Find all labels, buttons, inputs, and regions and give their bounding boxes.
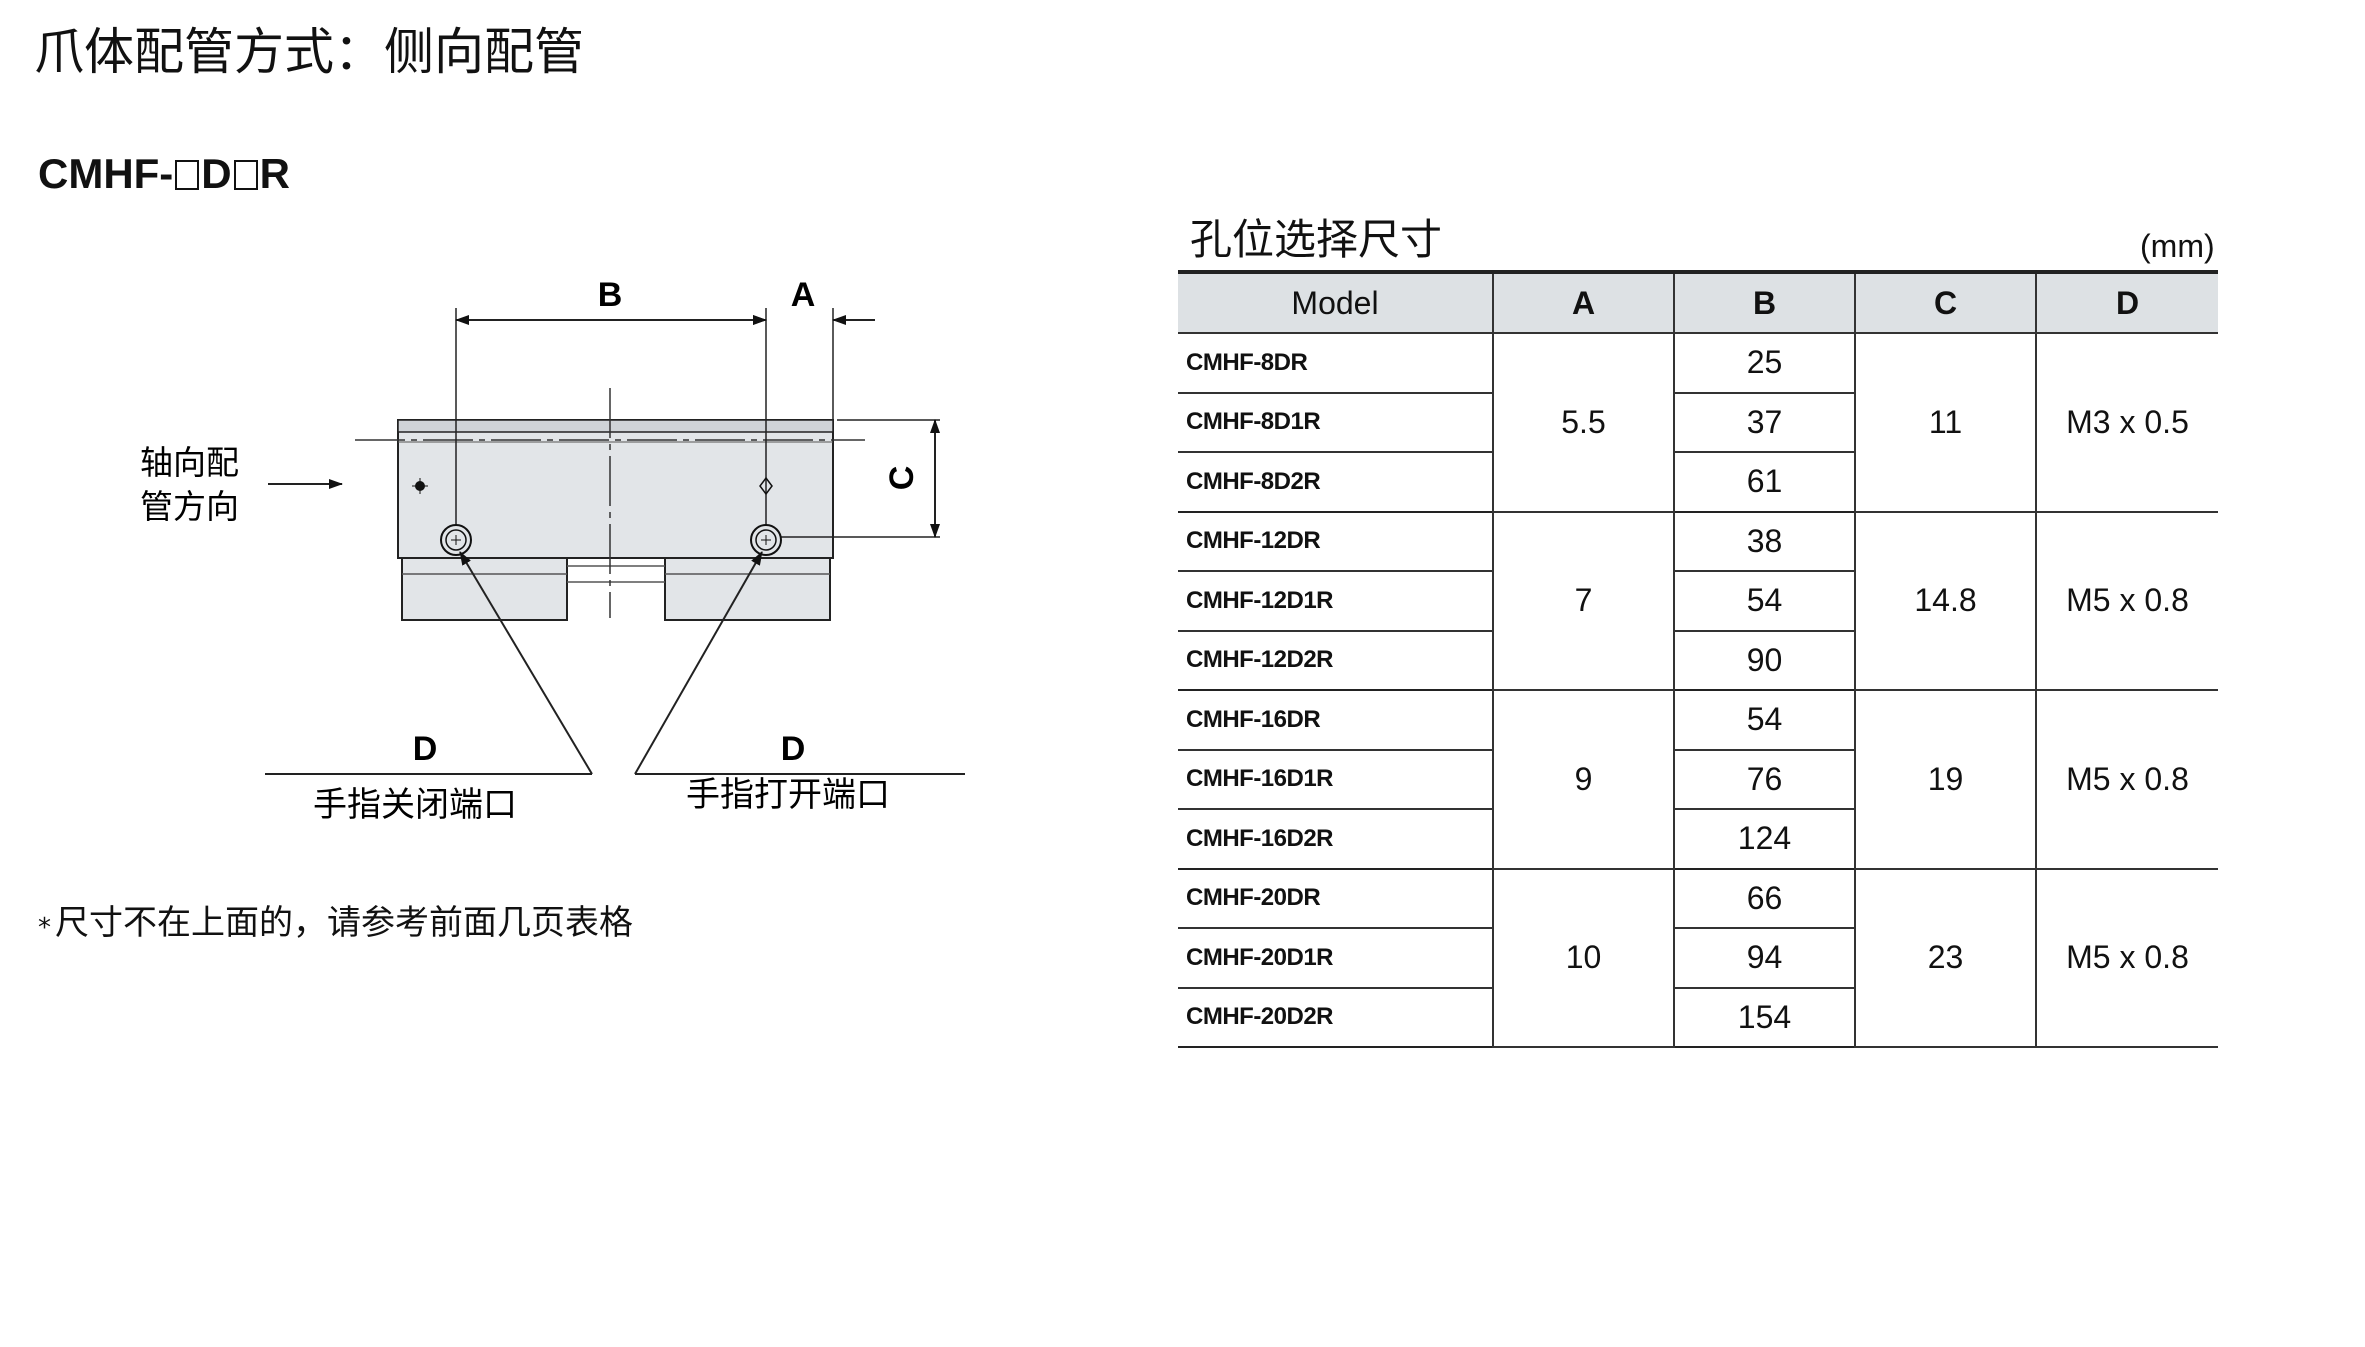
model-cell: CMHF-12DR xyxy=(1178,511,1493,572)
axial-label-line1: 轴向配 xyxy=(140,443,239,482)
d-cell: M5 x 0.8 xyxy=(2035,868,2218,1048)
model-cell: CMHF-16D1R xyxy=(1178,749,1493,810)
table-row: CMHF-12D1R 54 xyxy=(1178,571,2218,632)
footnote: *尺寸不在上面的，请参考前面几页表格 xyxy=(38,895,633,944)
table-row: CMHF-8DR 5.5 25 11 M3 x 0.5 xyxy=(1178,333,2218,513)
model-code-middle: D xyxy=(201,150,232,197)
asterisk-mark: * xyxy=(38,913,51,943)
dim-a-label: A xyxy=(791,276,816,314)
model-code-suffix: R xyxy=(259,150,290,197)
model-cell: CMHF-12D1R xyxy=(1178,571,1493,632)
c-cell: 23 xyxy=(1854,868,2036,1048)
page-title: 爪体配管方式：侧向配管 xyxy=(34,23,584,81)
table-title: 孔位选择尺寸 xyxy=(1190,215,1443,264)
model-cell: CMHF-12D2R xyxy=(1178,630,1493,691)
table-row: CMHF-20D2R 154 xyxy=(1178,987,2218,1048)
a-cell: 10 xyxy=(1492,868,1674,1048)
axial-label-line2: 管方向 xyxy=(140,487,239,526)
model-cell: CMHF-8D2R xyxy=(1178,452,1493,513)
b-cell: 66 xyxy=(1673,868,1855,929)
table-header-row: Model A B C D xyxy=(1178,270,2218,334)
table-row: CMHF-8D2R 61 xyxy=(1178,452,2218,513)
table-row: CMHF-20D1R 94 xyxy=(1178,928,2218,989)
c-cell: 19 xyxy=(1854,690,2036,870)
table-row: CMHF-8D1R 37 xyxy=(1178,392,2218,453)
table-row: CMHF-16D2R 124 xyxy=(1178,809,2218,870)
finger-left xyxy=(401,557,568,621)
model-cell: CMHF-20D2R xyxy=(1178,987,1493,1048)
table-row: CMHF-16DR 9 54 19 M5 x 0.8 xyxy=(1178,690,2218,870)
model-cell: CMHF-8DR xyxy=(1178,333,1493,394)
d-cell: M3 x 0.5 xyxy=(2035,333,2218,513)
b-cell: 90 xyxy=(1673,630,1855,691)
model-cell: CMHF-8D1R xyxy=(1178,392,1493,453)
b-cell: 25 xyxy=(1673,333,1855,394)
port-right-letter: D xyxy=(781,730,806,768)
model-cell: CMHF-20D1R xyxy=(1178,928,1493,989)
b-cell: 61 xyxy=(1673,452,1855,513)
d-cell: M5 x 0.8 xyxy=(2035,511,2218,691)
b-cell: 124 xyxy=(1673,809,1855,870)
header-a: A xyxy=(1492,270,1674,334)
d-cell: M5 x 0.8 xyxy=(2035,690,2218,870)
b-cell: 37 xyxy=(1673,392,1855,453)
model-cell: CMHF-20DR xyxy=(1178,868,1493,929)
footnote-text: 尺寸不在上面的，请参考前面几页表格 xyxy=(55,903,633,943)
a-cell: 5.5 xyxy=(1492,333,1674,513)
table-row: CMHF-12D2R 90 xyxy=(1178,630,2218,691)
model-cell: CMHF-16D2R xyxy=(1178,809,1493,870)
header-b: B xyxy=(1673,270,1855,334)
placeholder-box-icon xyxy=(175,160,200,190)
header-d: D xyxy=(2035,270,2218,334)
port-left-letter: D xyxy=(413,730,438,768)
a-cell: 9 xyxy=(1492,690,1674,870)
model-code-prefix: CMHF- xyxy=(38,150,174,197)
b-cell: 38 xyxy=(1673,511,1855,572)
b-cell: 154 xyxy=(1673,987,1855,1048)
c-cell: 11 xyxy=(1854,333,2036,513)
finger-right xyxy=(664,557,831,621)
body-top-strip xyxy=(397,419,834,433)
table-row: CMHF-12DR 7 38 14.8 M5 x 0.8 xyxy=(1178,511,2218,691)
b-cell: 76 xyxy=(1673,749,1855,810)
header-c: C xyxy=(1854,270,2036,334)
port-left-label: 手指关闭端口 xyxy=(313,785,517,825)
axial-port-mark xyxy=(759,476,773,496)
model-cell: CMHF-16DR xyxy=(1178,690,1493,751)
hole-position-table: Model A B C D CMHF-8DR 5.5 25 11 M3 x 0.… xyxy=(1178,270,2218,1048)
b-cell: 54 xyxy=(1673,571,1855,632)
table-row: CMHF-16D1R 76 xyxy=(1178,749,2218,810)
dim-b-label: B xyxy=(598,276,623,314)
dim-c-label: C xyxy=(883,466,921,491)
c-cell: 14.8 xyxy=(1854,511,2036,691)
gripper-drawing: B A C 轴向配 管方向 D D 手指关闭端口 手指打开端口 xyxy=(140,276,965,825)
port-right-label: 手指打开端口 xyxy=(686,775,890,815)
header-model: Model xyxy=(1178,270,1493,334)
table-row: CMHF-20DR 10 66 23 M5 x 0.8 xyxy=(1178,868,2218,1048)
a-cell: 7 xyxy=(1492,511,1674,691)
b-cell: 54 xyxy=(1673,690,1855,751)
unit-label: (mm) xyxy=(2140,228,2215,264)
b-cell: 94 xyxy=(1673,928,1855,989)
placeholder-box-icon xyxy=(233,160,258,190)
